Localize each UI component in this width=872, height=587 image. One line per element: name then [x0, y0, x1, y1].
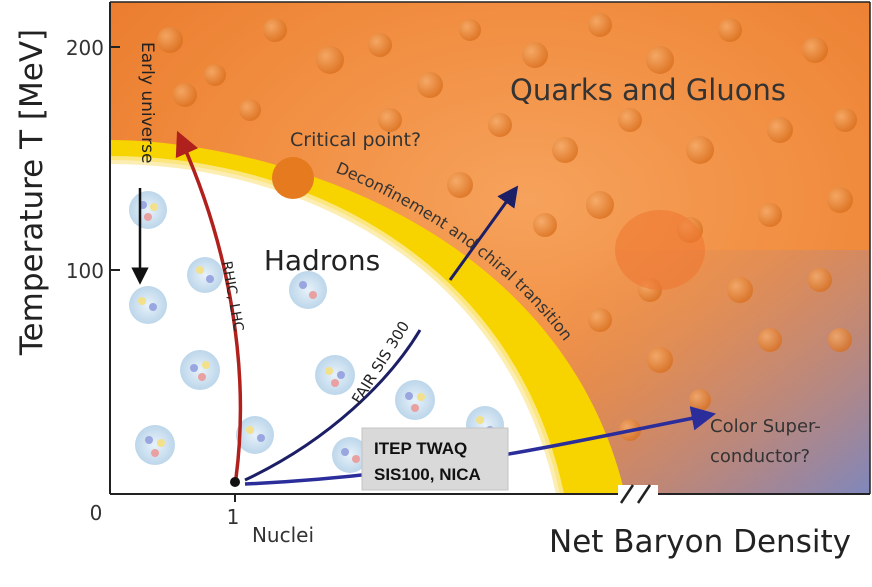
x-tick-label-1: 1: [227, 505, 240, 529]
hadrons-label: Hadrons: [264, 244, 380, 277]
itep-label-2: SIS100, NICA: [374, 465, 481, 484]
nuclei-label: Nuclei: [252, 523, 314, 547]
transition-band: [110, 140, 625, 494]
superconductor-label-2: conductor?: [710, 446, 810, 467]
axis-break-icon: [618, 484, 658, 504]
fair-arrow-upper: [448, 185, 519, 281]
y-tick-label-0: 0: [90, 501, 103, 525]
critical-point-label: Critical point?: [290, 129, 421, 151]
quark-bubbles: [157, 13, 857, 441]
hadron-blobs: [129, 191, 504, 473]
itep-box: ITEP TWAQ SIS100, NICA: [361, 427, 509, 491]
hadron-region: [110, 160, 560, 494]
superconductor-label-1: Color Super-: [710, 416, 821, 437]
fair-arrow: [244, 329, 422, 482]
critical-point-marker: [272, 157, 314, 199]
rhic-lhc-arrow: [175, 130, 243, 479]
qgp-label: Quarks and Gluons: [510, 73, 786, 107]
nuclei-dot: [230, 477, 240, 487]
itep-label-1: ITEP TWAQ: [374, 439, 467, 458]
y-tick-label-200: 200: [66, 36, 104, 60]
y-axis-label: Temperature T [MeV]: [14, 29, 50, 356]
y-tick-label-100: 100: [66, 259, 104, 283]
x-axis-label: Net Baryon Density: [549, 524, 851, 560]
early-universe-label: Early universe: [137, 42, 157, 163]
